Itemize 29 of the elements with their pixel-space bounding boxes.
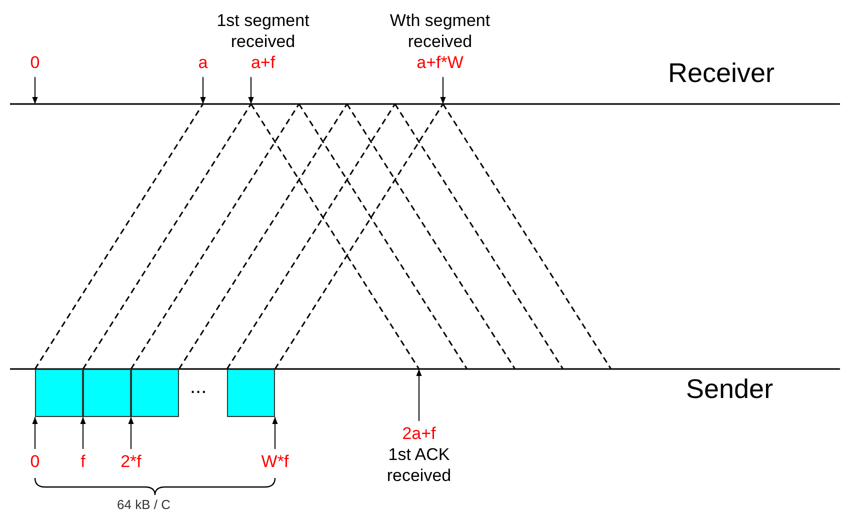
lane-label: Sender	[686, 374, 774, 405]
time-label: f	[80, 451, 86, 472]
arrow	[272, 416, 278, 450]
arrow	[200, 76, 206, 104]
segment-box	[35, 369, 83, 417]
arrow	[440, 76, 446, 104]
time-label: a+f	[250, 52, 276, 73]
time-label: 0	[29, 451, 41, 472]
time-label: 2a+f	[401, 423, 437, 444]
event-note: 1st ACK received	[386, 444, 452, 486]
lane-label: Receiver	[668, 58, 775, 89]
duration-label: 64 kB / C	[117, 497, 170, 512]
segment-box	[227, 369, 275, 417]
arrow	[32, 416, 38, 450]
time-label: a	[197, 52, 209, 73]
segment-box	[83, 369, 131, 417]
arrow	[80, 416, 86, 450]
segment-box	[131, 369, 179, 417]
arrow	[416, 368, 422, 422]
time-label: a+f*W	[416, 52, 464, 73]
arrow	[248, 76, 254, 104]
event-note: Wth segment received	[388, 10, 492, 52]
event-note: 1st segment received	[216, 10, 310, 52]
time-label: W*f	[260, 451, 290, 472]
time-label: 0	[29, 52, 41, 73]
time-label: 2*f	[120, 451, 142, 472]
arrow	[32, 76, 38, 104]
arrow	[128, 416, 134, 450]
ellipsis: ...	[190, 376, 207, 399]
